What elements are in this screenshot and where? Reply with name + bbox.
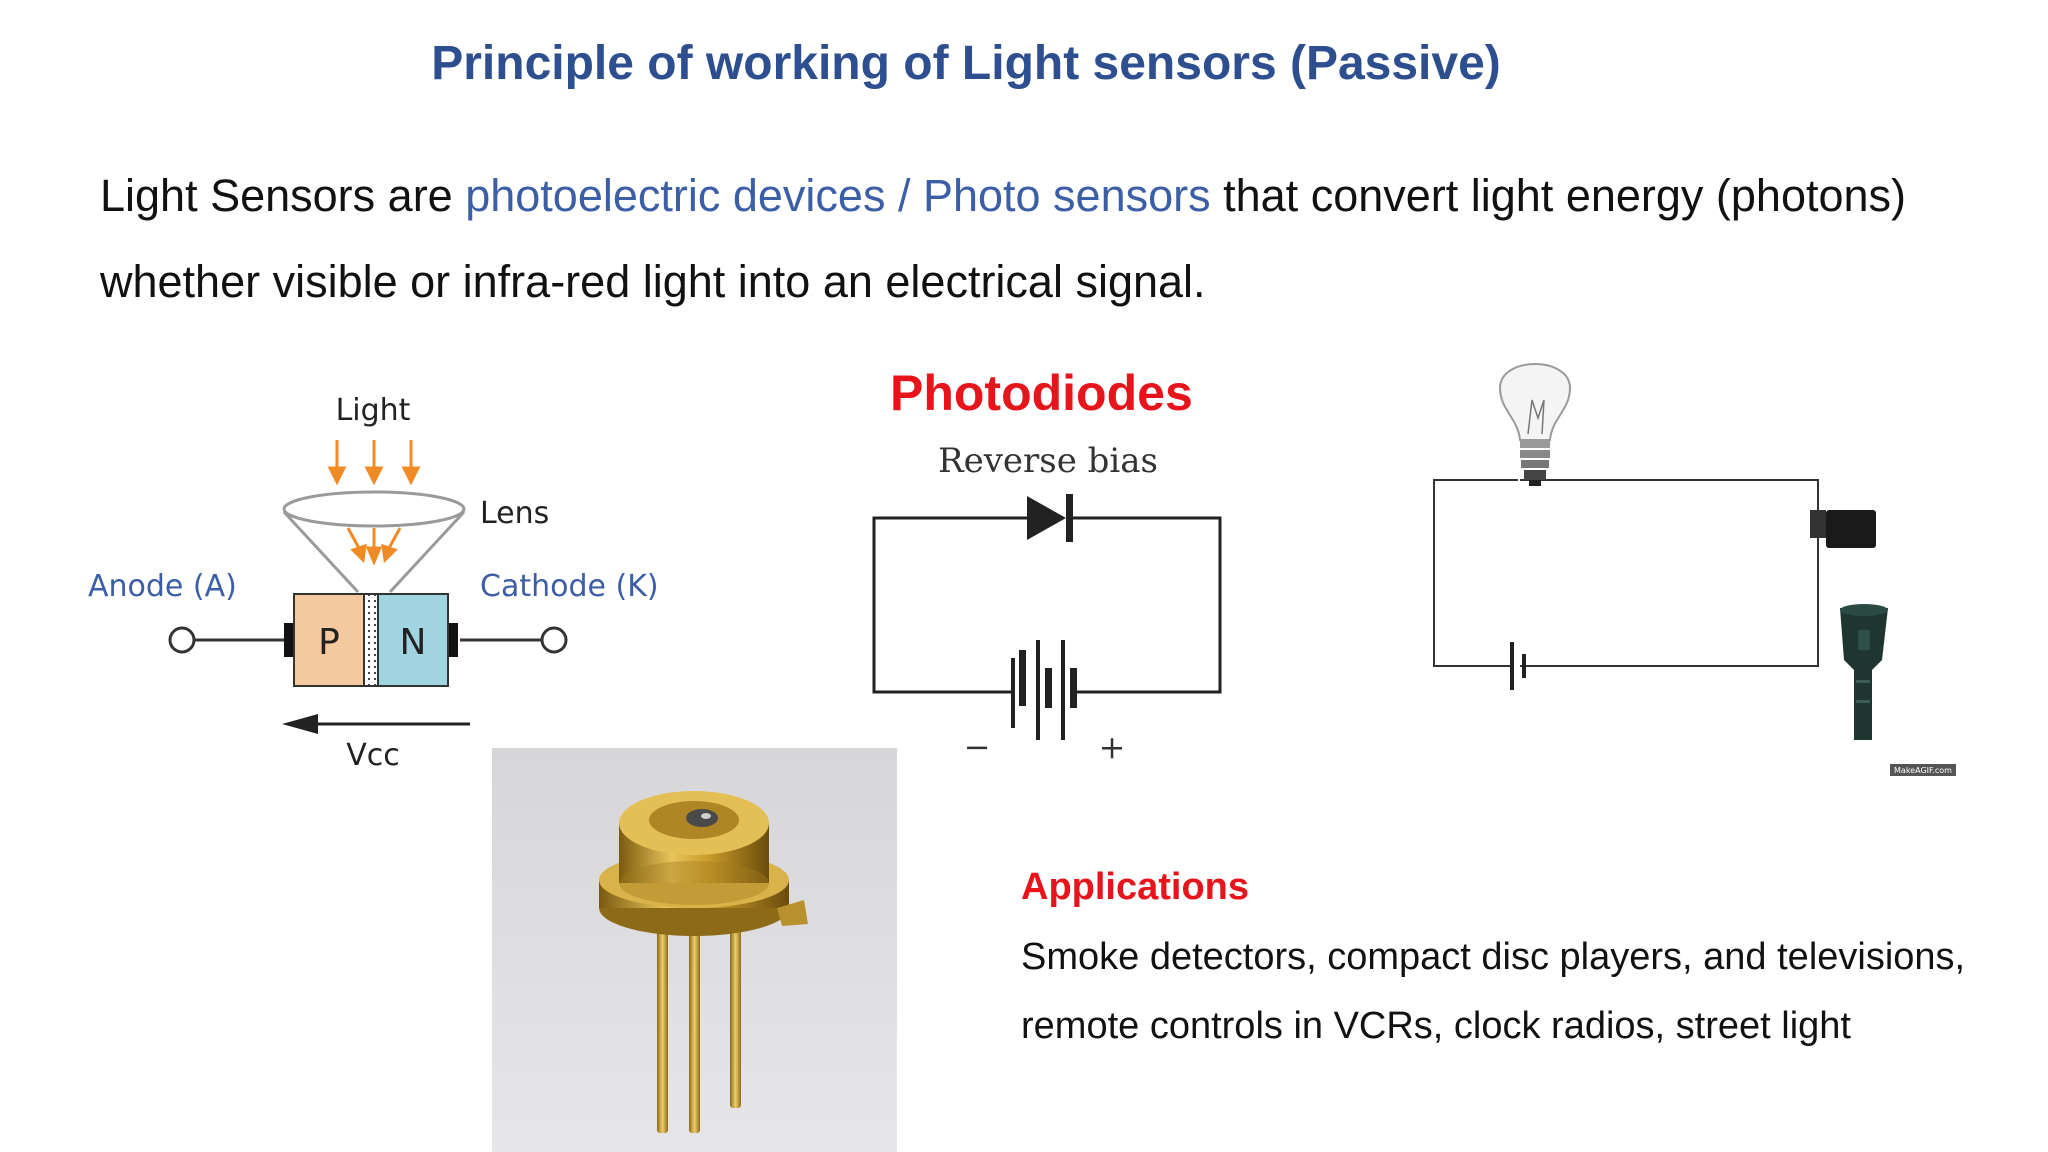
lens-label: Lens — [480, 496, 549, 531]
slide-title: Principle of working of Light sensors (P… — [431, 37, 1501, 90]
pn-junction-diagram: Light Lens Anode (A) Cathode (K) P N Vcc — [88, 393, 659, 773]
light-bulb-icon — [1498, 363, 1572, 486]
flashlight-icon — [1840, 604, 1888, 740]
vcc-label: Vcc — [346, 738, 400, 773]
applications-heading: Applications — [1021, 866, 1250, 908]
battery-symbol — [1510, 642, 1526, 690]
svg-text:MakeAGIF.com: MakeAGIF.com — [1894, 766, 1952, 775]
n-region — [377, 593, 449, 687]
intro-line-1-end: that convert light energy (photons) — [1210, 170, 1907, 221]
intro-line-1-start: Light Sensors are — [100, 170, 466, 221]
reverse-bias-circuit: Reverse bias − + — [872, 441, 1222, 766]
intro-line-1: Light Sensors are photoelectric devices … — [100, 170, 1906, 222]
minus-label: − — [964, 728, 991, 766]
focused-light-arrows — [346, 527, 402, 566]
reverse-bias-label: Reverse bias — [938, 441, 1158, 481]
photodiode-photo — [492, 748, 897, 1152]
n-label: N — [400, 622, 427, 663]
applications-line-1: Smoke detectors, compact disc players, a… — [1021, 936, 1966, 978]
lamp-circuit: MakeAGIF.com — [1433, 363, 1956, 776]
depletion-region — [363, 593, 379, 687]
light-sensor-icon — [1810, 510, 1876, 548]
lens-icon — [282, 490, 466, 594]
light-arrows — [327, 440, 421, 486]
cathode-terminal — [540, 626, 568, 654]
intro-line-2: whether visible or infra-red light into … — [100, 256, 1206, 307]
battery-symbol — [1011, 640, 1077, 740]
makeagif-watermark: MakeAGIF.com — [1890, 764, 1956, 776]
photodiodes-heading: Photodiodes — [890, 365, 1193, 421]
cathode-label: Cathode (K) — [480, 569, 659, 604]
plus-label: + — [1099, 728, 1126, 766]
anode-label: Anode (A) — [88, 569, 237, 604]
light-label: Light — [336, 393, 411, 428]
applications-line-2: remote controls in VCRs, clock radios, s… — [1021, 1005, 1851, 1047]
anode-terminal — [168, 626, 196, 654]
p-label: P — [318, 622, 340, 663]
diode-symbol — [1027, 494, 1073, 542]
intro-highlight: photoelectric devices / Photo sensors — [465, 170, 1211, 221]
